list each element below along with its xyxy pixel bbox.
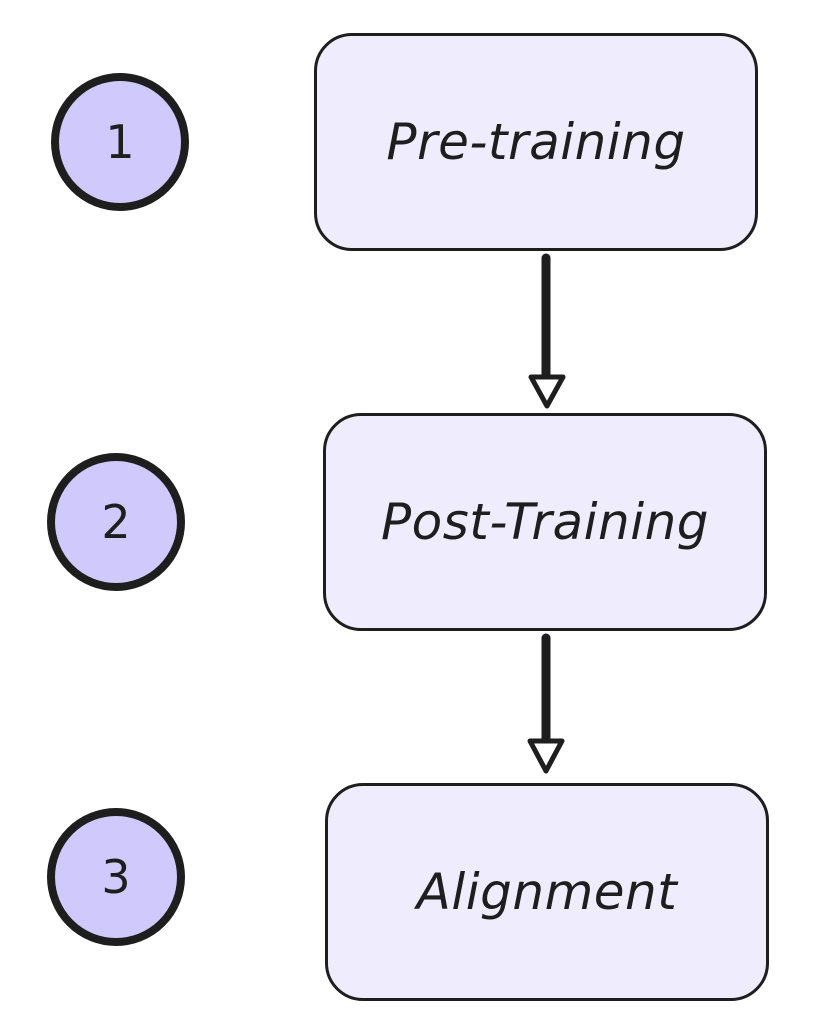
step-badge-1: 1 bbox=[51, 73, 189, 211]
arrow-pretraining-to-posttraining bbox=[528, 253, 566, 409]
stage-label-pretraining: Pre-training bbox=[386, 113, 686, 171]
stage-label-alignment: Alignment bbox=[416, 863, 678, 921]
step-number-1: 1 bbox=[105, 115, 135, 169]
stage-box-pretraining: Pre-training bbox=[314, 33, 758, 251]
arrow-posttraining-to-alignment bbox=[527, 633, 565, 774]
step-badge-3: 3 bbox=[47, 808, 185, 946]
stage-label-posttraining: Post-Training bbox=[380, 493, 710, 551]
stage-box-posttraining: Post-Training bbox=[323, 413, 767, 631]
step-badge-2: 2 bbox=[47, 453, 185, 591]
step-number-2: 2 bbox=[101, 495, 131, 549]
stage-box-alignment: Alignment bbox=[325, 783, 769, 1001]
step-number-3: 3 bbox=[101, 850, 131, 904]
